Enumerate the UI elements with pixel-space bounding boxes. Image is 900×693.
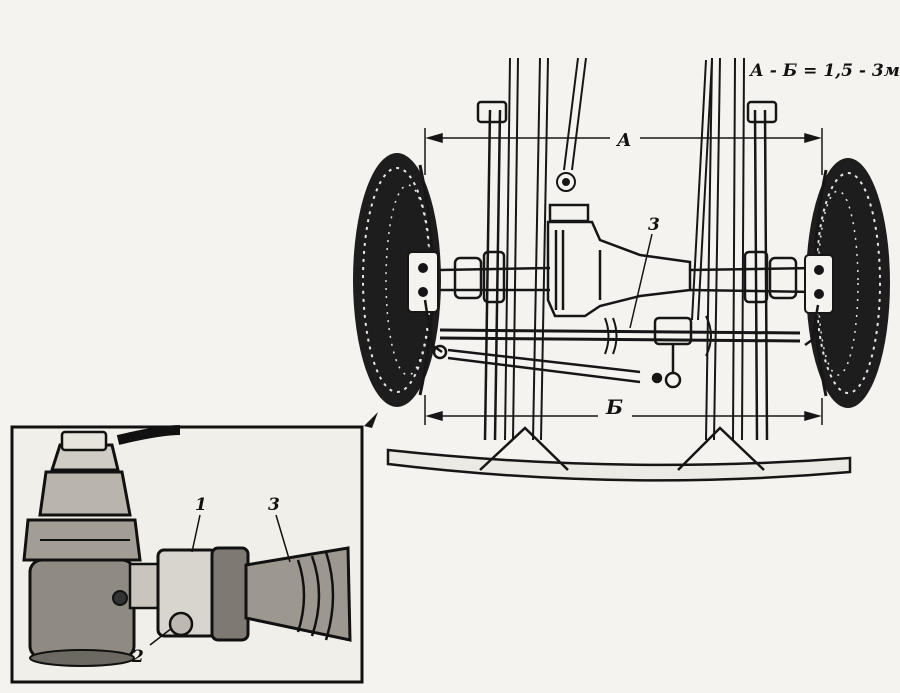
callout-1-leader [191, 514, 201, 553]
dimension-b-label: Б [605, 395, 623, 419]
tie-rod-callout-leader [629, 233, 653, 329]
dimension-b [424, 395, 823, 425]
suspension-struts [476, 100, 778, 441]
drive-shafts [439, 250, 816, 304]
callout-2-leader [149, 627, 173, 646]
frame-rails [504, 57, 745, 441]
left-wheel [353, 153, 441, 407]
callout-2-label: 2 [131, 647, 144, 667]
callout-1-label: 1 [195, 495, 207, 515]
tie-rod-callout: 3 [648, 215, 660, 235]
steering-shaft [556, 57, 713, 321]
right-wheel [804, 158, 890, 408]
inset-tie-rod [244, 546, 352, 642]
front-bumper [386, 426, 852, 482]
drag-link [447, 316, 693, 389]
dimension-a-label: А [615, 130, 632, 151]
toe-in-formula: А - Б = 1,5 - 3мм [748, 61, 900, 81]
inset-pointer-arrow [364, 412, 378, 428]
steering-arms [423, 299, 820, 360]
callout-3-label: 3 [268, 495, 280, 515]
dimension-a [424, 128, 823, 175]
ball-joint [22, 425, 181, 667]
tie-rod [439, 315, 801, 357]
front-axle-view [353, 57, 890, 482]
callout-3-leader [275, 514, 291, 563]
tie-rod-end-inset [10, 425, 364, 684]
differential-housing [546, 203, 692, 318]
